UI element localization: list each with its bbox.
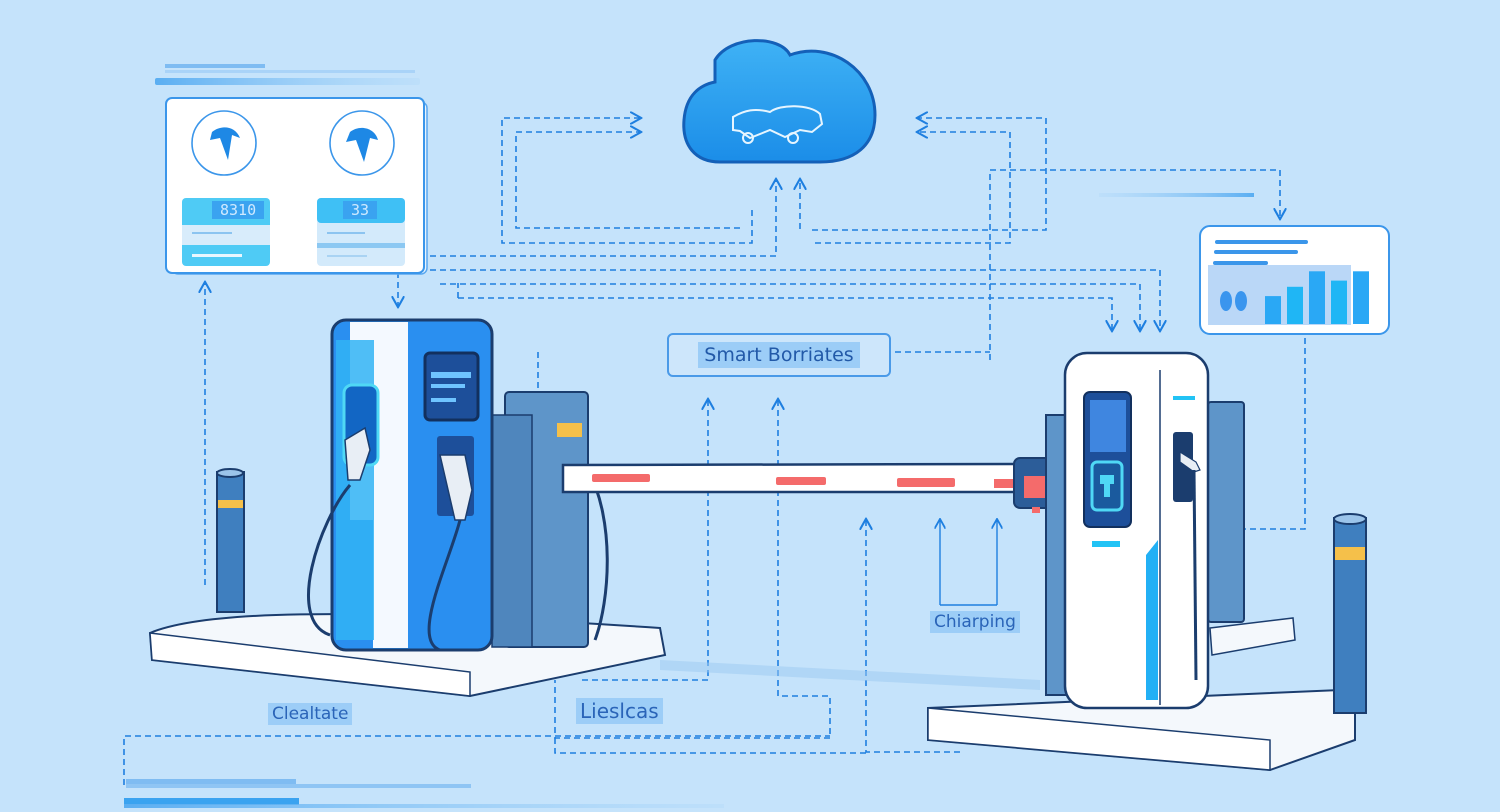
charging-station-white[interactable]	[1045, 351, 1245, 710]
readout-value-1: 8310	[212, 201, 265, 219]
flow-line	[457, 283, 1112, 330]
charging-station-blue[interactable]	[307, 318, 609, 652]
label-bottom-middle: Lieslcas	[576, 698, 663, 724]
bollard	[1333, 513, 1367, 714]
ground-shadow	[660, 660, 1040, 690]
bollard	[216, 468, 245, 613]
flow-line	[578, 400, 708, 681]
flow-line	[430, 269, 1160, 330]
flow-line	[123, 735, 830, 785]
analytics-bar	[1265, 296, 1281, 324]
footer-decoration	[124, 779, 724, 808]
flow-line	[554, 738, 866, 754]
flow-line	[554, 400, 831, 739]
readout-value-2: 33	[343, 201, 378, 219]
dashboard-panel[interactable]	[165, 97, 428, 275]
flow-line	[812, 118, 1047, 231]
bar-chart-icon	[1265, 271, 1369, 324]
barrier-gate[interactable]	[561, 457, 1057, 513]
analytics-panel[interactable]	[1199, 225, 1390, 335]
flow-line	[989, 169, 1280, 360]
smart-system-label-text: Smart Borriates	[698, 342, 860, 368]
gauge-icon	[191, 110, 257, 176]
car-cloud-icon	[732, 105, 824, 144]
flow-line	[440, 283, 1140, 330]
label-bottom-left: Clealtate	[268, 703, 353, 725]
analytics-bar	[1331, 280, 1347, 324]
solid-arrows	[940, 520, 997, 606]
cloud-service[interactable]	[682, 39, 877, 164]
connection-lines	[123, 118, 1306, 785]
analytics-bar	[1309, 271, 1325, 324]
analytics-bar	[1353, 271, 1369, 324]
header-decoration	[155, 64, 1254, 197]
analytics-bar	[1287, 286, 1303, 324]
flow-line	[501, 118, 753, 244]
kidney-icon	[1220, 291, 1247, 311]
flow-line	[420, 180, 776, 257]
gauge-icon	[329, 110, 395, 176]
flow-line	[515, 132, 740, 229]
smart-system-label[interactable]: Smart Borriates	[667, 333, 891, 377]
label-right-middle: Chiarping	[930, 611, 1020, 633]
flow-line	[815, 132, 1011, 244]
flow-line	[866, 520, 960, 753]
